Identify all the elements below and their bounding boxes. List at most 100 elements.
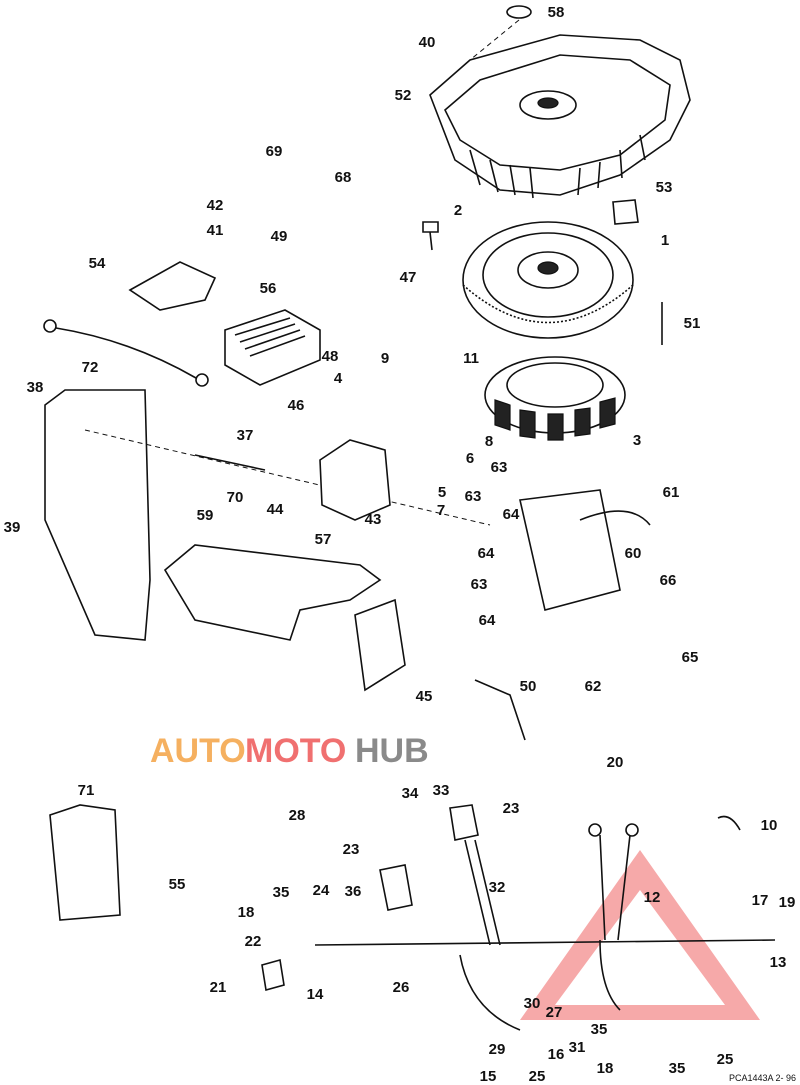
callout-17: 17 [752, 892, 769, 909]
bracket [163, 544, 382, 641]
callout-10: 10 [761, 817, 778, 834]
flywheel-cover [429, 34, 691, 199]
callout-63: 63 [465, 488, 482, 505]
callout-11: 11 [463, 350, 479, 367]
callout-72: 72 [82, 359, 99, 376]
callout-63: 63 [491, 459, 508, 476]
callout-53: 53 [656, 179, 673, 196]
callout-55: 55 [169, 876, 186, 893]
harness-61 [579, 510, 651, 526]
nut-53 [612, 199, 639, 225]
callout-42: 42 [207, 197, 224, 214]
ground-lead [43, 319, 209, 387]
stator [484, 356, 626, 441]
callout-36: 36 [345, 883, 362, 900]
bolt-37 [194, 454, 266, 471]
callout-66: 66 [660, 572, 677, 589]
callout-68: 68 [335, 169, 352, 186]
callout-35: 35 [669, 1060, 686, 1077]
callout-29: 29 [489, 1041, 506, 1058]
callout-25: 25 [529, 1068, 546, 1085]
callout-50: 50 [520, 678, 537, 695]
watermark-text-part2: MOTO [245, 732, 346, 770]
clip-10 [717, 815, 741, 831]
callout-54: 54 [89, 255, 106, 272]
callout-51: 51 [684, 315, 701, 332]
flywheel [462, 221, 634, 339]
spark-plug-lead [474, 679, 526, 741]
callout-16: 16 [548, 1046, 565, 1063]
callout-27: 27 [546, 1004, 563, 1021]
callout-64: 64 [479, 612, 496, 629]
callout-49: 49 [271, 228, 288, 245]
callout-23: 23 [343, 841, 360, 858]
callout-37: 37 [237, 427, 254, 444]
watermark-logo [520, 850, 760, 1020]
callout-35: 35 [591, 1021, 608, 1038]
callout-70: 70 [227, 489, 244, 506]
callout-40: 40 [419, 34, 436, 51]
callout-43: 43 [365, 511, 382, 528]
callout-8: 8 [485, 433, 493, 450]
cap-58 [506, 5, 532, 19]
callout-63: 63 [471, 576, 488, 593]
timer-base [128, 261, 217, 311]
callout-41: 41 [207, 222, 224, 239]
callout-47: 47 [400, 269, 417, 286]
callout-56: 56 [260, 280, 277, 297]
callout-3: 3 [633, 432, 641, 449]
callout-21: 21 [210, 979, 227, 996]
callout-62: 62 [585, 678, 602, 695]
callout-71: 71 [78, 782, 95, 799]
callout-57: 57 [315, 531, 332, 548]
callout-32: 32 [489, 879, 506, 896]
main-harness [261, 804, 776, 1031]
callout-13: 13 [770, 954, 787, 971]
cover-45 [354, 598, 406, 692]
callout-45: 45 [416, 688, 433, 705]
callout-24: 24 [313, 882, 330, 899]
callout-25: 25 [717, 1051, 734, 1068]
callout-58: 58 [548, 4, 565, 21]
screw-2 [422, 221, 439, 251]
callout-33: 33 [433, 782, 450, 799]
voltage-regulator [224, 309, 321, 386]
callout-14: 14 [307, 986, 324, 1003]
figure-code: PCA1443A 2- 96 [728, 1073, 796, 1083]
callout-7: 7 [437, 502, 445, 519]
callout-12: 12 [644, 889, 661, 906]
callout-44: 44 [267, 501, 284, 518]
callout-48: 48 [322, 348, 339, 365]
callout-9: 9 [381, 350, 389, 367]
watermark-text-part1: AUTO [150, 732, 246, 770]
callout-26: 26 [393, 979, 410, 996]
callout-1: 1 [661, 232, 669, 249]
callout-65: 65 [682, 649, 699, 666]
callout-22: 22 [245, 933, 262, 950]
callout-19: 19 [779, 894, 796, 911]
callout-46: 46 [288, 397, 305, 414]
callout-30: 30 [524, 995, 541, 1012]
callout-35: 35 [273, 884, 290, 901]
callout-6: 6 [466, 450, 474, 467]
callout-64: 64 [503, 506, 520, 523]
callout-18: 18 [597, 1060, 614, 1077]
callout-60: 60 [625, 545, 642, 562]
ignition-coil [319, 439, 391, 521]
callout-69: 69 [266, 143, 283, 160]
cover-71 [49, 804, 121, 921]
callout-64: 64 [478, 545, 495, 562]
callout-61: 61 [663, 484, 680, 501]
callout-59: 59 [197, 507, 214, 524]
callout-4: 4 [334, 370, 343, 387]
callout-5: 5 [438, 484, 446, 501]
callout-2: 2 [454, 202, 462, 219]
callout-38: 38 [27, 379, 44, 396]
callout-28: 28 [289, 807, 306, 824]
callout-20: 20 [607, 754, 624, 771]
electrical-cover [44, 389, 151, 641]
watermark-text-part3: HUB [355, 732, 429, 770]
callout-15: 15 [480, 1068, 497, 1085]
